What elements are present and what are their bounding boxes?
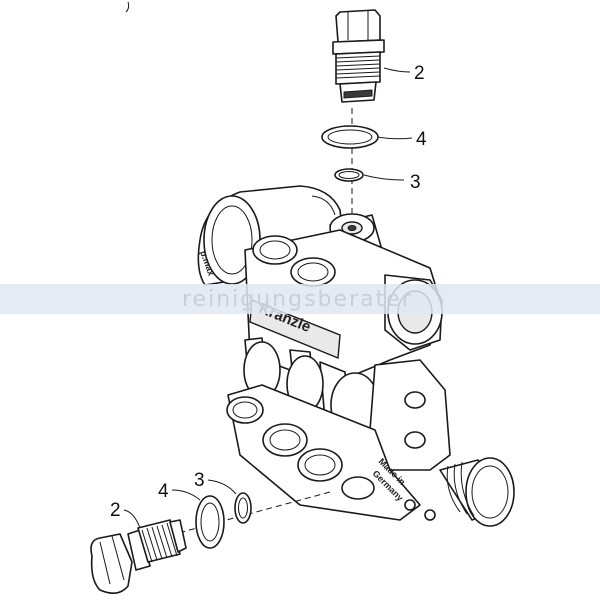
callout-top-valve: 2: [414, 63, 425, 84]
watermark-text: reinigungsberater: [182, 287, 413, 312]
callout-bottom-valve: 2: [110, 500, 121, 521]
callout-top-oring: 3: [410, 172, 421, 193]
bottom-o-ring: [234, 492, 252, 524]
callout-top-gasket: 4: [416, 129, 427, 150]
callout-bottom-gasket: 4: [158, 481, 169, 502]
top-callouts: 2 4 3: [363, 63, 427, 193]
pump-head-body: Kranzle p.max Made in Germany: [197, 185, 515, 527]
top-gasket-ring: [321, 125, 379, 149]
bottom-valve-part: [90, 519, 187, 594]
stray-mark: [125, 1, 130, 13]
top-o-ring: [334, 168, 364, 182]
bottom-gasket-ring: [195, 495, 225, 549]
watermark: reinigungsberater: [0, 284, 600, 314]
bottom-callouts: 2 4 3: [110, 470, 237, 529]
callout-bottom-oring: 3: [194, 470, 205, 491]
top-valve-part: [332, 9, 385, 103]
